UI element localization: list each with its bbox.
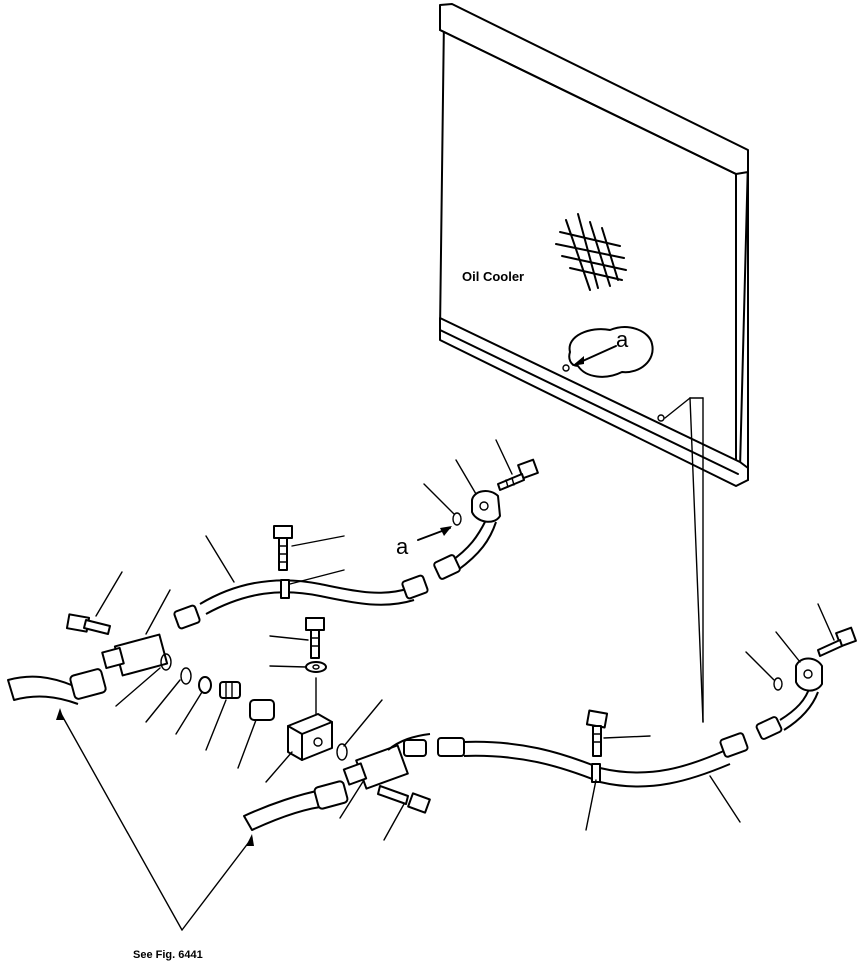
detail-a-cutout <box>568 326 654 378</box>
cooler-port-leader <box>664 397 704 723</box>
see-fig-leaders <box>56 708 254 931</box>
oil-cooler-label: Oil Cooler <box>462 269 524 284</box>
small-parts-row <box>160 653 275 721</box>
part-leader-lines <box>95 439 835 841</box>
see-fig-reference: See Fig. 6441 <box>133 949 203 961</box>
detail-a-callout-letter: a <box>616 327 629 352</box>
center-block <box>287 617 348 761</box>
cooler-fin-grid <box>555 213 627 291</box>
left-hose-stub <box>7 668 107 705</box>
upper-hose-assembly <box>65 458 539 677</box>
detail-a-marker-letter: a <box>396 534 409 559</box>
bottom-hose-stub <box>243 780 349 831</box>
oil-cooler-panel <box>439 3 749 487</box>
lower-hose-assembly <box>342 626 857 814</box>
